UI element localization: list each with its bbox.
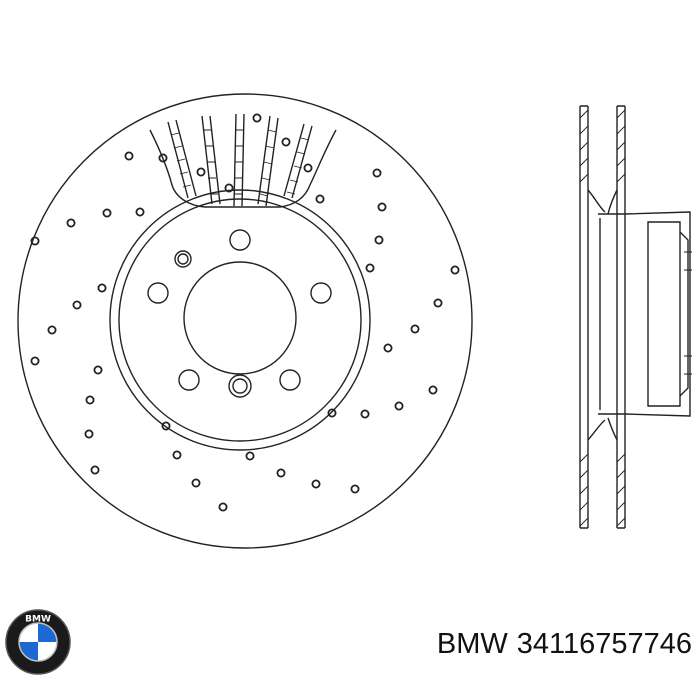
drill-hole [450,265,460,275]
drill-hole [383,343,393,353]
vent-channel [201,115,221,205]
locating-pin-holes [174,250,252,398]
vent-web-top [587,189,618,215]
bolt-hole [310,282,332,304]
drill-hole [102,208,112,218]
drill-hole [245,451,255,461]
drill-hole [252,113,262,123]
drill-hole [158,153,168,163]
section-centerline-marks [684,251,692,375]
section-hatching-top [579,109,626,183]
drill-hole [84,429,94,439]
vent-channel [233,113,245,207]
hat-outline [598,211,691,417]
hat-mounting-face [647,221,681,407]
vent-channels [167,113,313,207]
drill-hole [191,478,201,488]
disc-section-view [579,105,692,529]
cutaway-vent-section [149,113,337,208]
bmw-logo: BMW [4,608,72,681]
drill-hole [350,484,360,494]
drill-hole [315,194,325,204]
drill-hole [360,409,370,419]
drill-hole [303,163,313,173]
cross-drilled-holes [30,113,460,512]
drill-hole [47,325,57,335]
disc-outer-edge [17,93,473,549]
drill-hole [196,167,206,177]
vent-channel [283,123,313,199]
drill-hole [374,235,384,245]
drill-hole [72,300,82,310]
drill-hole [372,168,382,178]
drill-hole [30,356,40,366]
drill-hole [327,408,337,418]
drill-hole [365,263,375,273]
bolt-hole [147,282,169,304]
drill-hole [281,137,291,147]
drill-hole [276,468,286,478]
drill-hole [394,401,404,411]
logo-lettering: BMW [25,615,51,625]
bolt-hole [229,229,251,251]
drill-hole [224,183,234,193]
vent-web-bottom [587,417,618,441]
brand-name: BMW [436,627,508,660]
drill-hole [161,421,171,431]
drill-hole [124,151,134,161]
drill-hole [377,202,387,212]
disc-center-bore [183,261,297,375]
bolt-hole [279,369,301,391]
vent-channel [257,115,279,207]
drill-hole [433,298,443,308]
disc-hat-outer-ring [109,189,371,451]
drill-hole [172,450,182,460]
bolt-hole [178,369,200,391]
drill-hole [97,283,107,293]
disc-front-view [17,93,473,549]
pin-hole [174,250,192,268]
part-caption: BMW 34116757746 [350,612,692,676]
drill-hole [218,502,228,512]
pin-hole [177,253,189,265]
drill-hole [135,207,145,217]
vent-channel-hatching [170,129,310,197]
disc-hat-inner-ring [118,198,362,442]
wheel-bolt-holes [147,229,332,391]
drill-hole [66,218,76,228]
section-hatching-bottom [579,453,626,527]
drill-hole [311,479,321,489]
drill-hole [410,324,420,334]
drill-hole [90,465,100,475]
drill-hole [85,395,95,405]
pin-hole [228,374,252,398]
drill-hole [93,365,103,375]
cutaway-outline [149,129,337,208]
hat-mounting-face-step [679,231,689,397]
bmw-roundel-icon: BMW [5,609,71,675]
part-number: 34116757746 [516,627,692,660]
drill-hole [30,236,40,246]
drill-hole [428,385,438,395]
pin-hole [232,378,248,394]
